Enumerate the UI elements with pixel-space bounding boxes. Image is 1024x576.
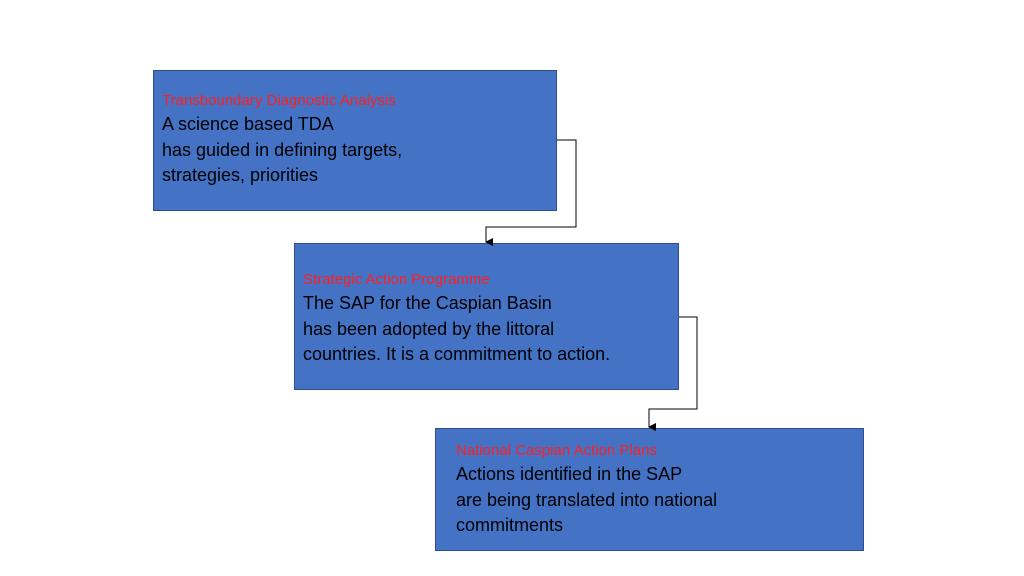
ncap-line-3: commitments (456, 515, 564, 535)
sap-line-2: has been adopted by the littoral (303, 318, 555, 339)
tda-line-2: has guided in defining targets, (162, 139, 403, 160)
ncap-box: National Caspian Action Plans Actions id… (435, 428, 864, 551)
ncap-heading: National Caspian Action Plans (456, 442, 657, 459)
sap-box: Strategic Action Programme The SAP for t… (294, 243, 679, 390)
ncap-line-1: Actions identified in the SAP (456, 464, 683, 484)
sap-heading: Strategic Action Programme (303, 271, 490, 288)
tda-heading: Transboundary Diagnostic Analysis (162, 92, 396, 109)
sap-line-3: countries. It is a commitment to action. (303, 344, 611, 364)
tda-line-3: strategies, priorities (162, 165, 319, 185)
tda-box: Transboundary Diagnostic Analysis A scie… (153, 70, 557, 211)
ncap-line-2: are being translated into national (456, 489, 718, 510)
tda-line-1: A science based TDA (162, 114, 334, 134)
sap-line-1: The SAP for the Caspian Basin (303, 293, 552, 313)
